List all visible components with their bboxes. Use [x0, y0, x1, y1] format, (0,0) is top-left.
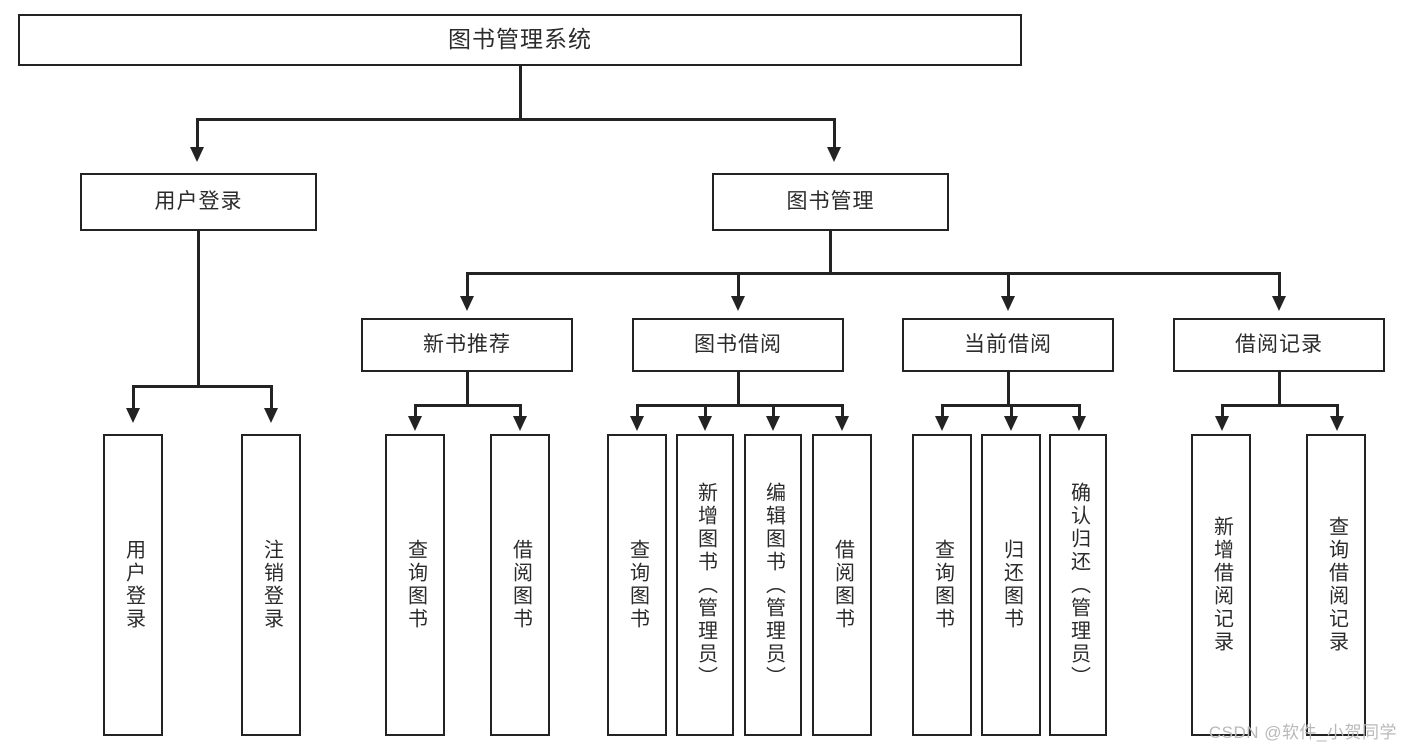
connector-user-login-stem	[197, 231, 200, 387]
connector-root-to-user-login	[196, 118, 199, 150]
node-new-book-recommend[interactable]: 新书推荐	[361, 318, 573, 372]
arrow-current-borrow-c2	[1004, 416, 1018, 431]
connector-borrow-record-bus	[1221, 404, 1338, 407]
connector-current-borrow-c1	[941, 404, 944, 418]
leaf-label: 借阅图书	[831, 539, 854, 631]
leaf-current-query-book[interactable]: 查询图书	[912, 434, 972, 736]
leaf-new-book-query[interactable]: 查询图书	[385, 434, 445, 736]
arrow-current-borrow-c1	[935, 416, 949, 431]
leaf-label: 查询图书	[931, 539, 954, 631]
arrow-to-book-borrow	[731, 296, 745, 311]
connector-current-borrow-stem	[1007, 372, 1010, 406]
node-label: 图书管理	[786, 190, 875, 214]
connector-level3-bus	[466, 272, 1279, 275]
connector-book-borrow-c2	[704, 404, 707, 418]
leaf-label: 用户登录	[122, 539, 145, 631]
leaf-label: 归还图书	[1000, 539, 1023, 631]
leaf-borrow-borrow-book[interactable]: 借阅图书	[812, 434, 872, 736]
connector-book-borrow-stem	[737, 372, 740, 406]
arrow-borrow-record-c1	[1215, 416, 1229, 431]
node-label: 当前借阅	[964, 333, 1052, 357]
node-label: 用户登录	[154, 190, 243, 214]
leaf-current-confirm-return-admin[interactable]: 确认归还（管理员）	[1049, 434, 1107, 736]
leaf-label: 借阅图书	[509, 539, 532, 631]
arrow-to-new-book-recommend	[460, 296, 474, 311]
connector-user-login-left	[132, 385, 135, 410]
connector-current-borrow-c3	[1078, 404, 1081, 418]
connector-current-borrow-bus	[941, 404, 1078, 407]
leaf-label: 新增图书（管理员）	[694, 481, 717, 689]
node-root-book-management-system[interactable]: 图书管理系统	[18, 14, 1022, 66]
leaf-borrow-add-book-admin[interactable]: 新增图书（管理员）	[676, 434, 734, 736]
arrow-current-borrow-c3	[1072, 416, 1086, 431]
connector-root-to-book-management	[833, 118, 836, 150]
connector-user-login-bus	[132, 385, 272, 388]
arrow-book-borrow-c3	[766, 416, 780, 431]
connector-user-login-right	[270, 385, 273, 410]
connector-new-book-stem	[466, 372, 469, 406]
connector-to-borrow-record	[1278, 272, 1281, 298]
leaf-label: 确认归还（管理员）	[1067, 481, 1090, 689]
connector-to-current-borrow	[1007, 272, 1010, 298]
arrow-to-current-borrow	[1001, 296, 1015, 311]
connector-book-borrow-c3	[772, 404, 775, 418]
node-label: 图书管理系统	[448, 26, 592, 53]
connector-borrow-record-c1	[1221, 404, 1224, 418]
leaf-user-login[interactable]: 用户登录	[103, 434, 163, 736]
connector-root-bus	[196, 118, 834, 121]
node-book-borrow[interactable]: 图书借阅	[632, 318, 844, 372]
connector-to-new-book	[466, 272, 469, 298]
leaf-logout[interactable]: 注销登录	[241, 434, 301, 736]
leaf-label: 新增借阅记录	[1210, 516, 1233, 654]
node-book-management[interactable]: 图书管理	[712, 173, 949, 231]
leaf-label: 查询图书	[404, 539, 427, 631]
connector-new-book-c1	[414, 404, 417, 418]
node-current-borrow[interactable]: 当前借阅	[902, 318, 1114, 372]
connector-new-book-bus	[414, 404, 522, 407]
connector-borrow-record-stem	[1278, 372, 1281, 406]
leaf-borrow-edit-book-admin[interactable]: 编辑图书（管理员）	[744, 434, 802, 736]
arrow-to-leaf-user-login	[126, 408, 140, 423]
node-label: 图书借阅	[694, 333, 782, 357]
arrow-to-book-management	[827, 147, 841, 162]
node-user-login[interactable]: 用户登录	[80, 173, 317, 231]
leaf-label: 查询借阅记录	[1325, 516, 1348, 654]
node-borrow-record[interactable]: 借阅记录	[1173, 318, 1385, 372]
connector-new-book-c2	[519, 404, 522, 418]
arrow-borrow-record-c2	[1330, 416, 1344, 431]
arrow-book-borrow-c2	[698, 416, 712, 431]
leaf-borrow-query-book[interactable]: 查询图书	[607, 434, 667, 736]
arrow-to-borrow-record	[1272, 296, 1286, 311]
leaf-label: 编辑图书（管理员）	[762, 481, 785, 689]
leaf-new-book-borrow[interactable]: 借阅图书	[490, 434, 550, 736]
arrow-to-user-login	[190, 147, 204, 162]
connector-borrow-record-c2	[1336, 404, 1339, 418]
node-label: 借阅记录	[1235, 333, 1323, 357]
leaf-label: 查询图书	[626, 539, 649, 631]
node-label: 新书推荐	[423, 333, 511, 357]
watermark: CSDN @软件_小贺同学	[1208, 723, 1397, 742]
connector-book-borrow-c1	[636, 404, 639, 418]
arrow-book-borrow-c4	[835, 416, 849, 431]
connector-book-borrow-c4	[841, 404, 844, 418]
leaf-record-add[interactable]: 新增借阅记录	[1191, 434, 1251, 736]
connector-book-management-stem	[829, 231, 832, 274]
leaf-label: 注销登录	[260, 539, 283, 631]
arrow-to-leaf-logout	[264, 408, 278, 423]
connector-book-borrow-bus	[636, 404, 841, 407]
connector-to-book-borrow	[737, 272, 740, 298]
arrow-book-borrow-c1	[630, 416, 644, 431]
connector-current-borrow-c2	[1010, 404, 1013, 418]
arrow-new-book-c2	[513, 416, 527, 431]
leaf-record-query[interactable]: 查询借阅记录	[1306, 434, 1366, 736]
connector-root-stem	[519, 66, 522, 120]
leaf-current-return-book[interactable]: 归还图书	[981, 434, 1041, 736]
arrow-new-book-c1	[408, 416, 422, 431]
